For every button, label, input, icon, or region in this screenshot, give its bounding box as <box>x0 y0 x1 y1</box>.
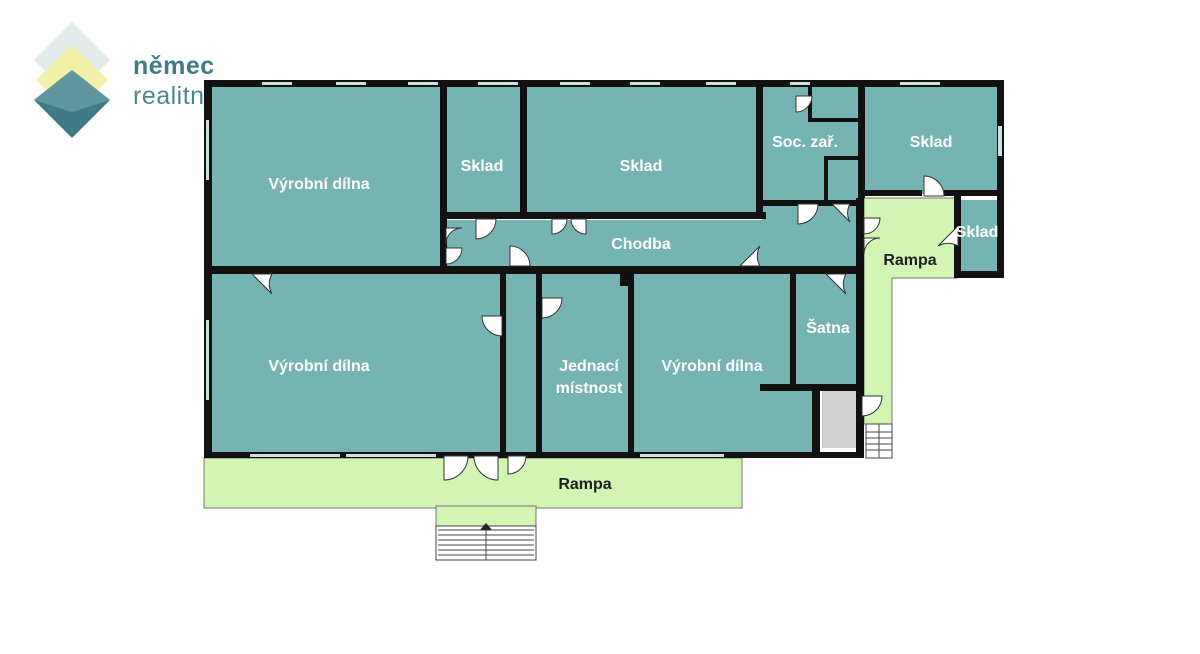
walls <box>204 80 1004 458</box>
room-labels: Výrobní dílna Sklad Sklad Soc. zař. Skla… <box>268 134 998 493</box>
label-rampa-front: Rampa <box>558 476 611 493</box>
label-vyrobni-dilna-2: Výrobní dílna <box>268 358 369 375</box>
logo-icon <box>34 22 110 138</box>
room-vyrobni-dilna-2 <box>210 272 500 454</box>
room-vyrobni-dilna-3 <box>634 272 812 454</box>
brand-name: němec <box>133 52 215 80</box>
room-sklad-2 <box>526 86 758 214</box>
room-sklad-4 <box>960 200 998 272</box>
label-vyrobni-dilna-3: Výrobní dílna <box>661 358 762 375</box>
label-sklad-2: Sklad <box>620 158 663 175</box>
label-chodba: Chodba <box>611 236 671 253</box>
label-soc-zar: Soc. zař. <box>772 134 838 151</box>
windows <box>206 82 1002 457</box>
rampa-front-area <box>203 457 743 509</box>
label-jednaci-line1: Jednací <box>559 358 619 375</box>
label-sklad-1: Sklad <box>461 158 504 175</box>
label-sklad-4: Sklad <box>956 224 999 241</box>
room-sklad-3 <box>864 86 998 194</box>
room-satna <box>794 272 858 384</box>
rooms <box>210 86 998 454</box>
label-rampa-side: Rampa <box>883 252 936 269</box>
room-corridor-small <box>504 272 538 454</box>
room-technical <box>822 390 858 448</box>
doors <box>250 95 959 481</box>
label-satna: Šatna <box>806 318 850 337</box>
room-vyrobni-dilna-1 <box>210 86 442 268</box>
label-vyrobni-dilna-1: Výrobní dílna <box>268 176 369 193</box>
label-jednaci-line2: místnost <box>556 380 623 397</box>
side-stairs <box>865 423 893 459</box>
rampa-side-area <box>863 197 959 425</box>
room-sklad-1 <box>446 86 522 214</box>
front-stairs <box>435 523 537 561</box>
label-sklad-3: Sklad <box>910 134 953 151</box>
